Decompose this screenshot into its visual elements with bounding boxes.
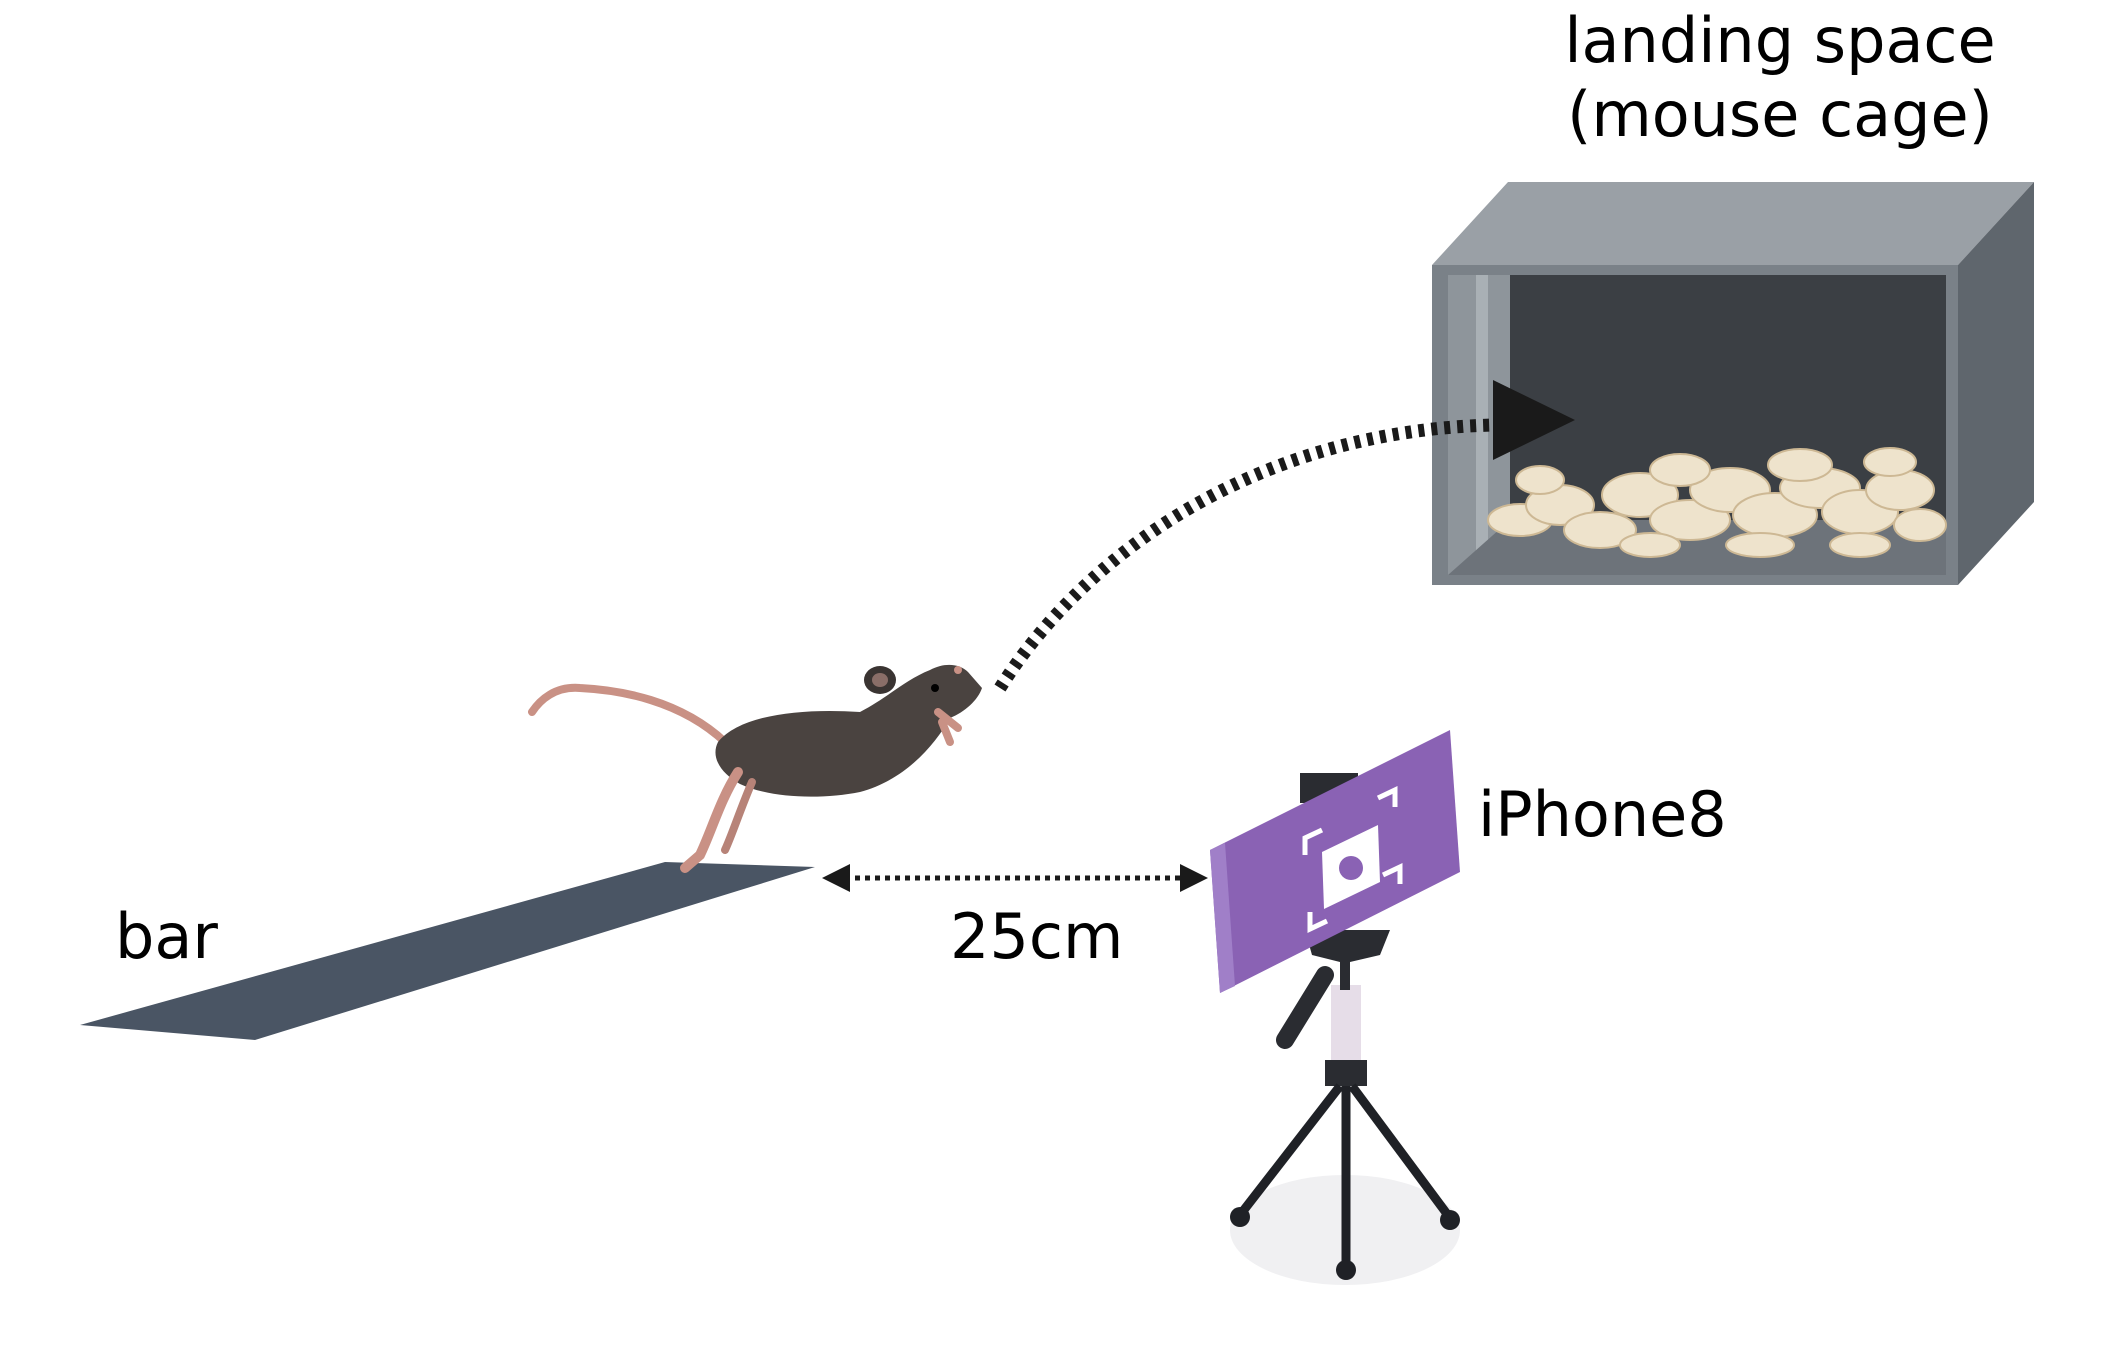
mouse-nose xyxy=(954,666,962,674)
bar-label: bar xyxy=(115,900,218,973)
mouse-ear-inner xyxy=(872,673,888,687)
jump-arrowhead xyxy=(1493,380,1575,460)
mouse-front-paws xyxy=(934,708,962,746)
cage-side xyxy=(1958,182,2034,585)
distance-label: 25cm xyxy=(950,900,1124,973)
mouse-body xyxy=(715,664,982,797)
distance-arrow-left xyxy=(822,864,850,892)
distance-arrow-right xyxy=(1180,864,1208,892)
landing-space-label: landing space (mouse cage) xyxy=(1530,4,2030,153)
distance-arrow xyxy=(822,864,1208,892)
jump-trajectory-arrow xyxy=(994,380,1575,692)
tripod-foot-left xyxy=(1230,1207,1250,1227)
mouse-tail xyxy=(528,683,729,746)
mouse-hind-leg-2 xyxy=(721,778,756,854)
smartphone xyxy=(1210,730,1460,993)
tripod-handle xyxy=(1276,966,1334,1049)
cage-top xyxy=(1432,182,2034,265)
mouse xyxy=(528,664,982,873)
tripod-head xyxy=(1305,930,1390,990)
mouse-hind-leg xyxy=(680,767,743,873)
jump-bar xyxy=(80,862,815,1040)
mouse-cage xyxy=(1432,182,2034,585)
cage-bedding xyxy=(1487,447,1947,558)
tripod-collar xyxy=(1325,1060,1367,1086)
phone-label: iPhone8 xyxy=(1478,778,1727,851)
landing-space-label-line1: landing space xyxy=(1564,4,1996,77)
tripod-column xyxy=(1331,985,1361,1065)
cage-inner-wall-light xyxy=(1476,275,1488,575)
tripod-leg-right xyxy=(1348,1083,1454,1221)
tripod xyxy=(1230,930,1460,1285)
tripod-foot-right xyxy=(1440,1210,1460,1230)
tripod-leg-left xyxy=(1236,1083,1344,1218)
tripod-foot-center xyxy=(1336,1260,1356,1280)
phone-body-highlight xyxy=(1210,843,1235,993)
jump-trajectory-path xyxy=(994,418,1496,692)
mouse-eye xyxy=(931,684,939,692)
landing-space-label-line2: (mouse cage) xyxy=(1567,78,1993,152)
camera-focus-icon xyxy=(1302,786,1403,933)
